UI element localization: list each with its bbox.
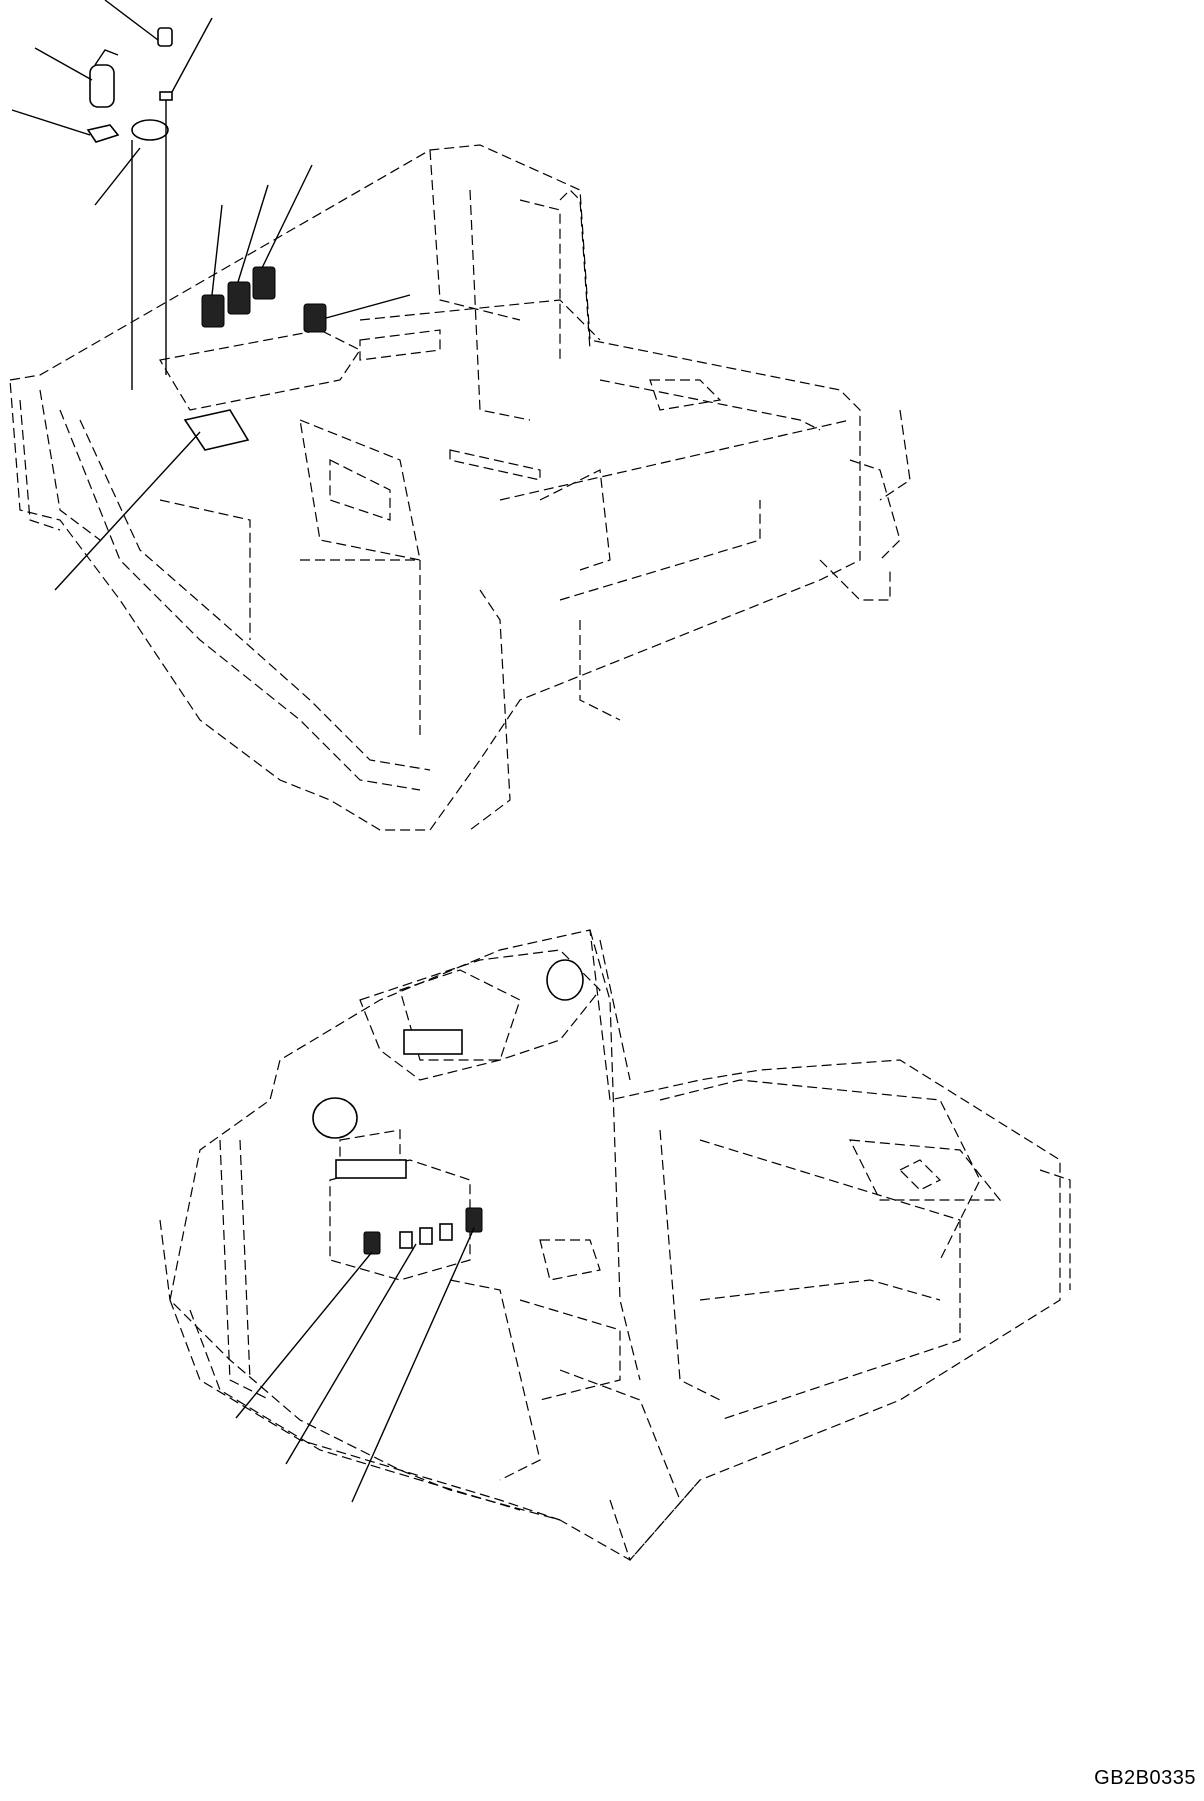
upper-frame: [9, 144, 911, 831]
rocker-switch-2: [227, 281, 251, 315]
indicator-lamp: [157, 27, 173, 47]
lower-slot-3: [439, 1223, 453, 1241]
meter-panel: [403, 1029, 463, 1055]
upper-parts: [11, 0, 411, 591]
switch-bank: [335, 1159, 407, 1179]
switch-panel: [183, 409, 250, 451]
cover-cap: [131, 119, 169, 141]
upper-view: [9, 0, 911, 831]
lamp-socket: [159, 91, 173, 101]
lower-parts: [235, 959, 584, 1503]
rocker-switch-3: [252, 266, 276, 300]
lower-switch-1: [363, 1231, 381, 1255]
rocker-switch-4: [303, 303, 327, 333]
mounting-plate: [86, 124, 120, 143]
lower-slot-2: [419, 1227, 433, 1245]
lower-slot-1: [399, 1231, 413, 1249]
right-gauge: [546, 959, 584, 1001]
drawing-code: GB2B0335: [1094, 1767, 1196, 1789]
rocker-switch-1: [201, 294, 225, 328]
lower-switch-2: [465, 1207, 483, 1233]
key-switch: [89, 64, 115, 108]
lower-view: [159, 929, 1071, 1562]
lower-frame: [159, 929, 1071, 1562]
left-gauge: [312, 1097, 358, 1139]
